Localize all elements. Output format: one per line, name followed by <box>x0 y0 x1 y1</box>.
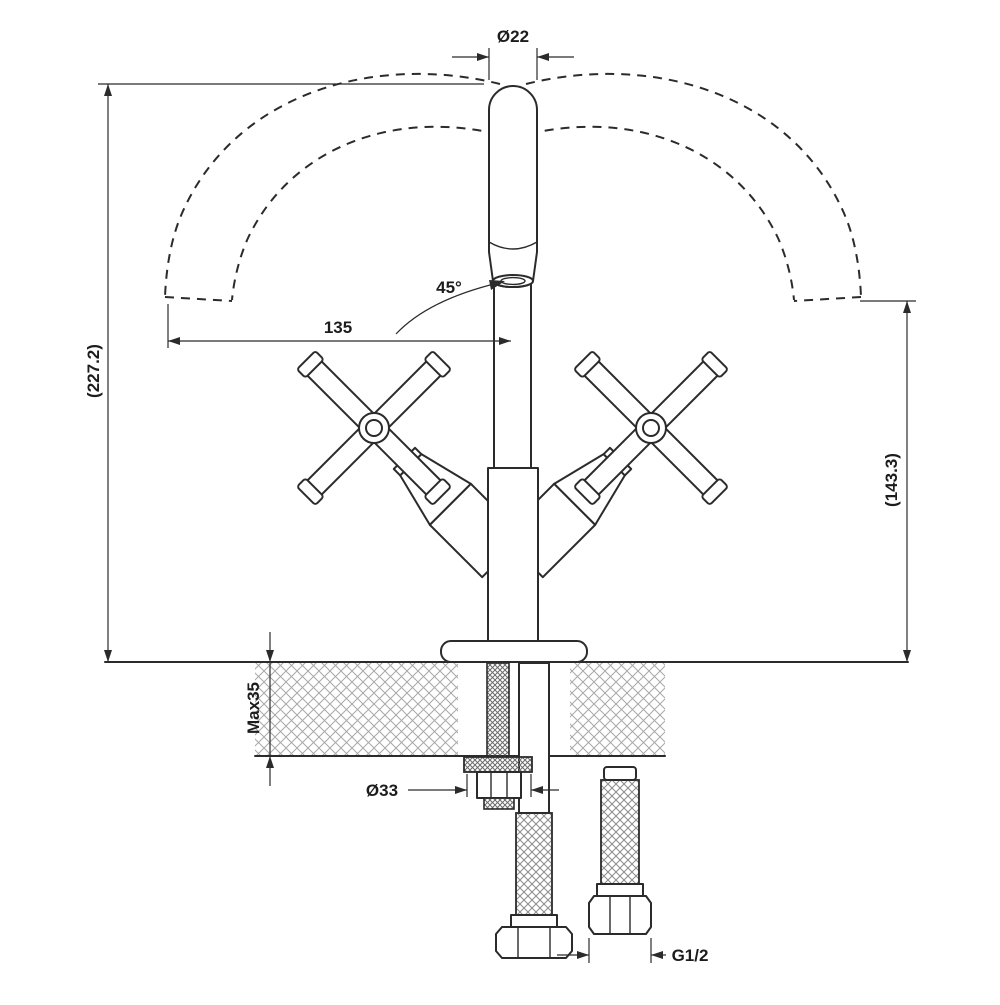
h227-label: (227.2) <box>84 344 103 398</box>
max35-arrow-top <box>266 650 274 662</box>
right-handle-cap-x1 <box>701 351 728 378</box>
dia22-arrow-right <box>537 53 549 61</box>
base-flange <box>440 640 588 663</box>
center-supply-hose <box>495 662 573 959</box>
max35-label: Max35 <box>244 682 263 734</box>
dia22-arrow-left <box>477 53 489 61</box>
hose-braided-section <box>515 812 553 916</box>
hose-end-nut <box>495 926 573 959</box>
dia22-label: Ø22 <box>497 27 529 46</box>
dia33-arrow-left <box>455 786 467 794</box>
swivel-spout-right-end <box>793 296 862 302</box>
right-hose-braided-section <box>600 779 640 885</box>
stud-tip <box>483 797 515 810</box>
g12-label: G1/2 <box>672 946 709 965</box>
swivel-spout-left-inner <box>231 125 498 301</box>
right-valve-face-line <box>553 483 596 526</box>
swivel-spout-left-end <box>164 296 233 302</box>
max35-arrow-bottom <box>266 756 274 768</box>
mounting-washer <box>463 756 533 773</box>
right-supply-hose <box>588 766 652 935</box>
a45-arrow <box>489 280 505 290</box>
faucet <box>164 73 862 663</box>
h227-arrow-top <box>104 84 112 96</box>
spout-body <box>488 85 538 288</box>
spout-riser <box>493 271 532 473</box>
countertop-hole-clearance <box>458 662 570 756</box>
hose-ferrule <box>510 914 558 928</box>
h227-arrow-bottom <box>104 650 112 662</box>
h143-label: (143.3) <box>882 453 901 507</box>
right-hose-ferrule <box>596 883 644 897</box>
dia33-arrow-right <box>531 786 543 794</box>
right-handle-cap-y2 <box>574 351 601 378</box>
mounting-shank <box>463 662 533 810</box>
right-handle-hub-dome <box>642 419 660 437</box>
left-handle-cap-y2 <box>297 478 324 505</box>
swivel-spout-left-outer <box>164 73 501 298</box>
right-handle-cap-y1 <box>701 478 728 505</box>
r135-label: 135 <box>324 318 352 337</box>
swivel-spout-right-outer <box>525 73 862 298</box>
left-handle-cap-y1 <box>424 351 451 378</box>
right-hose-cap <box>603 766 637 781</box>
r135-arrow-left <box>168 337 180 345</box>
g12-arrow-left <box>577 951 589 959</box>
r135-arrow-right <box>499 337 511 345</box>
a45-leader-arc <box>395 282 499 335</box>
hose-tube <box>518 662 550 814</box>
swivel-spout-right-inner <box>528 125 795 301</box>
right-hose-end-nut <box>588 895 652 935</box>
dimensions: Ø22 (227.2) 135 45° (143.3) Max35 <box>84 27 916 965</box>
h143-arrow-top <box>903 301 911 313</box>
h143-arrow-bottom <box>903 650 911 662</box>
left-handle-cap-x2 <box>424 478 451 505</box>
left-handle-hub-dome <box>365 419 383 437</box>
left-valve-face-line <box>429 483 472 526</box>
countertop <box>104 661 909 757</box>
g12-arrow-right <box>651 951 663 959</box>
threaded-stud <box>486 662 510 757</box>
spout-bend-seam <box>488 241 538 250</box>
right-handle-cap-x2 <box>574 478 601 505</box>
a45-label: 45° <box>436 278 462 297</box>
left-handle-cap-x1 <box>297 351 324 378</box>
mounting-nut <box>476 771 522 799</box>
dia33-label: Ø33 <box>366 781 398 800</box>
body-column <box>487 467 539 643</box>
